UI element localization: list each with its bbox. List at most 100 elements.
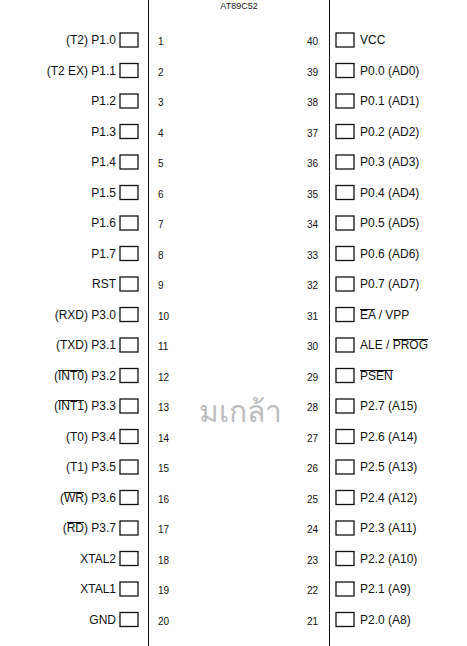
pin-square — [336, 430, 354, 444]
pin-number: 9 — [158, 279, 164, 293]
pin-number: 35 — [307, 188, 318, 202]
pin-name: P1.5 — [91, 186, 116, 200]
pin-number: 1 — [158, 35, 164, 49]
pin-square — [336, 582, 354, 596]
pin-square — [120, 186, 138, 200]
pin-square — [336, 247, 354, 261]
pin-square — [336, 491, 354, 505]
overline-bar — [393, 339, 428, 340]
pin-name: P2.0 (A8) — [360, 613, 411, 627]
pin-square — [120, 277, 138, 291]
pin-number: 28 — [307, 401, 318, 415]
pin-name: PSEN — [360, 369, 393, 383]
pin-number: 12 — [158, 371, 169, 385]
pin-name: P0.0 (AD0) — [360, 64, 419, 78]
pin-number: 3 — [158, 96, 164, 110]
pin-number: 34 — [307, 218, 318, 232]
pin-square — [120, 155, 138, 169]
pin-number: 4 — [158, 127, 164, 141]
pin-name: XTAL2 — [80, 552, 116, 566]
pin-square — [336, 399, 354, 413]
pin-square — [336, 216, 354, 230]
pin-square — [120, 64, 138, 78]
pin-name: P0.1 (AD1) — [360, 94, 419, 108]
overline-bar — [58, 400, 84, 401]
pin-number: 32 — [307, 279, 318, 293]
pin-name: (RD) P3.7 — [63, 521, 116, 535]
pin-name: P0.5 (AD5) — [360, 216, 419, 230]
pin-number: 19 — [158, 584, 169, 598]
pin-name: (WR) P3.6 — [60, 491, 116, 505]
pin-number: 23 — [307, 554, 318, 568]
pin-number: 30 — [307, 340, 318, 354]
pin-name: P2.1 (A9) — [360, 582, 411, 596]
pin-square — [120, 430, 138, 444]
pin-number: 31 — [307, 310, 318, 324]
pin-number: 39 — [307, 66, 318, 80]
pin-number: 14 — [158, 432, 169, 446]
pin-number: 38 — [307, 96, 318, 110]
overline-bar — [64, 492, 84, 493]
pin-square — [120, 552, 138, 566]
pin-name: P2.7 (A15) — [360, 399, 417, 413]
pin-name: (INT0) P3.2 — [54, 369, 116, 383]
pin-number: 40 — [307, 35, 318, 49]
chip-name: AT89C52 — [149, 0, 329, 11]
pin-number: 13 — [158, 401, 169, 415]
pin-square — [120, 369, 138, 383]
pin-square — [336, 338, 354, 352]
pin-number: 37 — [307, 127, 318, 141]
pin-number: 17 — [158, 523, 169, 537]
overline-bar — [58, 370, 84, 371]
pin-number: 8 — [158, 249, 164, 263]
pin-name: P2.3 (A11) — [360, 521, 416, 535]
pin-square — [336, 64, 354, 78]
pin-name: P0.2 (AD2) — [360, 125, 419, 139]
pin-number: 5 — [158, 157, 164, 171]
pin-square — [120, 125, 138, 139]
pin-name: (INT1) P3.3 — [54, 399, 116, 413]
pin-name: P0.6 (AD6) — [360, 247, 419, 261]
pin-number: 15 — [158, 462, 169, 476]
pin-name: P1.2 — [91, 94, 116, 108]
pin-square — [336, 552, 354, 566]
pin-number: 18 — [158, 554, 169, 568]
pin-name: P0.7 (AD7) — [360, 277, 419, 291]
pin-name: (T2) P1.0 — [66, 33, 116, 47]
pin-square — [336, 155, 354, 169]
pin-name: P1.6 — [91, 216, 116, 230]
pin-square — [336, 33, 354, 47]
pin-name: P2.2 (A10) — [360, 552, 417, 566]
pin-number: 36 — [307, 157, 318, 171]
pin-square — [120, 33, 138, 47]
pin-square — [336, 277, 354, 291]
pin-name: P1.3 — [91, 125, 116, 139]
pin-name: P0.4 (AD4) — [360, 186, 419, 200]
pin-square — [120, 491, 138, 505]
pin-square — [120, 247, 138, 261]
pin-square — [120, 399, 138, 413]
pin-number: 27 — [307, 432, 318, 446]
pin-square — [120, 521, 138, 535]
pin-number: 21 — [307, 615, 318, 629]
pin-name: RST — [92, 277, 116, 291]
chip-body: AT89C52 — [148, 0, 330, 646]
pin-number: 2 — [158, 66, 164, 80]
pin-square — [120, 582, 138, 596]
pin-square — [120, 308, 138, 322]
pin-name: (T0) P3.4 — [66, 430, 116, 444]
watermark-text: มเกล้า — [199, 395, 282, 429]
pin-number: 33 — [307, 249, 318, 263]
pin-square — [336, 369, 354, 383]
pin-number: 20 — [158, 615, 169, 629]
pin-name: XTAL1 — [80, 582, 116, 596]
pin-name: EA / VPP — [360, 308, 409, 322]
pin-square — [120, 460, 138, 474]
pin-square — [336, 186, 354, 200]
pin-name: P0.3 (AD3) — [360, 155, 419, 169]
pin-square — [120, 94, 138, 108]
pin-square — [120, 613, 138, 627]
pin-square — [336, 308, 354, 322]
overline-bar — [360, 370, 393, 371]
